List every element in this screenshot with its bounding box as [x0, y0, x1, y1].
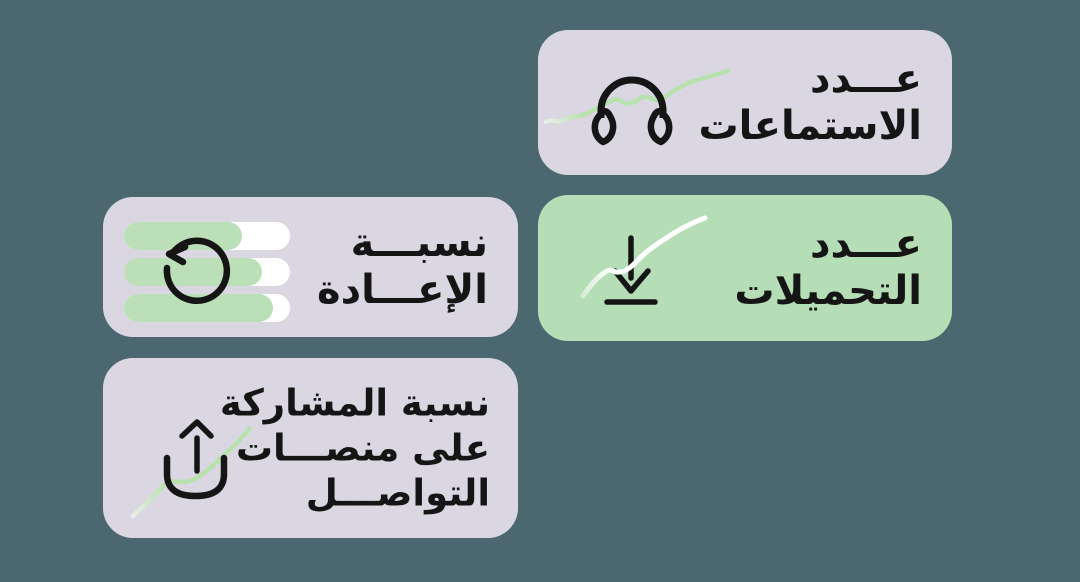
- progress-bar-fill: [124, 294, 274, 322]
- card-replays-title: نسبـــة الإعـــادة: [317, 220, 488, 314]
- trend-line: [580, 215, 708, 299]
- card-downloads: عـــدد التحميلات: [538, 195, 952, 341]
- card-listens: عـــدد الاستماعات: [538, 30, 952, 175]
- progress-bar: [124, 222, 290, 250]
- progress-bar-fill: [124, 258, 262, 286]
- card-listens-title-line2: الاستماعات: [698, 102, 922, 149]
- card-shares: نسبة المشاركة على منصـــات التواصـــل: [103, 358, 518, 538]
- card-downloads-title-line2: التحميلات: [734, 268, 922, 314]
- card-listens-title-line1: عـــدد: [810, 55, 922, 102]
- download-icon: [604, 235, 658, 305]
- card-shares-title-line1: نسبة المشاركة: [219, 381, 490, 425]
- card-downloads-title-line1: عـــدد: [810, 221, 922, 267]
- share-upload-icon: [163, 419, 228, 500]
- progress-bar: [124, 258, 290, 286]
- progress-bar: [124, 294, 290, 322]
- progress-bar-fill: [124, 222, 242, 250]
- replay-progress-bars: [124, 222, 290, 322]
- card-replays-title-line2: الإعـــادة: [317, 267, 488, 313]
- card-replays: نسبـــة الإعـــادة: [103, 197, 518, 337]
- card-shares-title: نسبة المشاركة على منصـــات التواصـــل: [220, 381, 490, 516]
- card-shares-title-line3: التواصـــل: [305, 471, 490, 515]
- card-listens-title: عـــدد الاستماعات: [698, 56, 922, 150]
- headphones-icon: [591, 76, 673, 146]
- card-downloads-title: عـــدد التحميلات: [734, 221, 922, 315]
- card-replays-title-line1: نسبـــة: [350, 220, 488, 266]
- card-shares-title-line2: على منصـــات: [235, 426, 490, 470]
